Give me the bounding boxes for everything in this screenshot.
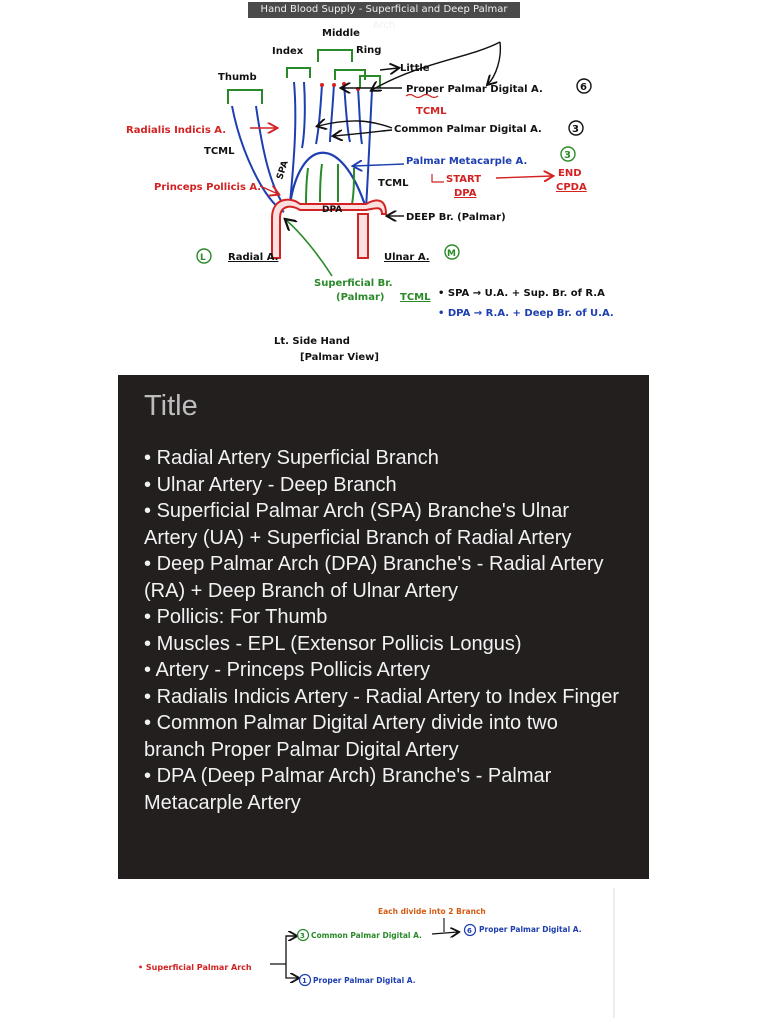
hand-blood-supply-diagram: Thumb Index Middle Ring Little SPA DPA	[126, 28, 614, 363]
notes-panel: Title Radial Artery Superficial Branch U…	[118, 375, 649, 879]
tcml-superficial: TCML	[400, 292, 431, 303]
common-count: 3	[572, 124, 579, 135]
radial-ulnar-arteries	[271, 198, 388, 259]
tcml-radialis: TCML	[204, 146, 235, 157]
branch-proper-one: Proper Palmar Digital A.	[313, 976, 416, 985]
princeps-pollicis-label: Princeps Pollicis A.	[154, 182, 261, 193]
medial-marker: M	[447, 249, 456, 259]
branch-common-count: 3	[300, 932, 305, 940]
start-label: START	[446, 174, 481, 185]
radial-artery-label: Radial A.	[228, 252, 278, 263]
view-label-side: Lt. Side Hand	[274, 336, 350, 347]
metacarple-count: 3	[564, 150, 571, 161]
end-label: END	[558, 168, 582, 179]
finger-label-ring: Ring	[356, 45, 381, 56]
notes-item: Muscles - EPL (Extensor Pollicis Longus)	[144, 631, 623, 658]
notes-item: Radialis Indicis Artery - Radial Artery …	[144, 684, 623, 711]
deep-branch-label: DEEP Br. (Palmar)	[406, 212, 506, 223]
dpa-start-label: DPA	[454, 188, 477, 199]
finger-label-middle: Middle	[322, 28, 360, 39]
cpda-label: CPDA	[556, 182, 587, 193]
palmar-metacarple-label: Palmar Metacarple A.	[406, 156, 527, 167]
finger-label-thumb: Thumb	[218, 72, 257, 83]
spa-label: SPA	[275, 160, 290, 181]
branch-note: Each divide into 2 Branch	[378, 907, 486, 916]
dpa-label: DPA	[322, 205, 342, 215]
notes-item: Radial Artery Superficial Branch	[144, 445, 623, 472]
radialis-indicis-label: Radialis Indicis A.	[126, 125, 226, 136]
proper-palmar-label: Proper Palmar Digital A.	[406, 84, 543, 95]
notes-item: Pollicis: For Thumb	[144, 604, 623, 631]
notes-item: Artery - Princeps Pollicis Artery	[144, 657, 623, 684]
tcml-proper: TCML	[416, 106, 447, 117]
notes-list: Radial Artery Superficial Branch Ulnar A…	[144, 445, 623, 816]
branching-diagram: • Superficial Palmar Arch Each divide in…	[138, 888, 615, 1018]
branch-proper-six: Proper Palmar Digital A.	[479, 925, 582, 934]
formula-spa: • SPA → U.A. + Sup. Br. of R.A	[438, 288, 605, 299]
artery-joints	[320, 82, 360, 91]
notes-item: Superficial Palmar Arch (SPA) Branche's …	[144, 498, 623, 551]
tcml-metacarple: TCML	[378, 178, 409, 189]
branch-proper-one-count: 1	[302, 977, 307, 985]
branch-root: • Superficial Palmar Arch	[138, 963, 252, 972]
notes-title: Title	[144, 390, 198, 422]
lateral-marker: L	[200, 253, 206, 263]
branch-proper-six-count: 6	[467, 927, 472, 935]
notes-item: Deep Palmar Arch (DPA) Branche's - Radia…	[144, 551, 623, 604]
branch-common: Common Palmar Digital A.	[311, 931, 422, 940]
view-label-palmar: [Palmar View]	[300, 352, 379, 363]
finger-label-little: Little	[400, 63, 430, 74]
formula-dpa: • DPA → R.A. + Deep Br. of U.A.	[438, 308, 614, 319]
proper-count: 6	[580, 82, 587, 93]
superficial-branch-label: Superficial Br.	[314, 278, 393, 289]
notes-item: Ulnar Artery - Deep Branch	[144, 472, 623, 499]
finger-label-index: Index	[272, 46, 304, 57]
finger-brackets	[227, 49, 381, 104]
notes-item: Common Palmar Digital Artery divide into…	[144, 710, 623, 763]
common-palmar-label: Common Palmar Digital A.	[394, 124, 542, 135]
window-title: Hand Blood Supply - Superficial and Deep…	[248, 2, 520, 31]
superficial-branch-palmar-label: (Palmar)	[336, 292, 384, 303]
ulnar-artery-label: Ulnar A.	[384, 252, 430, 263]
notes-item: DPA (Deep Palmar Arch) Branche's - Palma…	[144, 763, 623, 816]
